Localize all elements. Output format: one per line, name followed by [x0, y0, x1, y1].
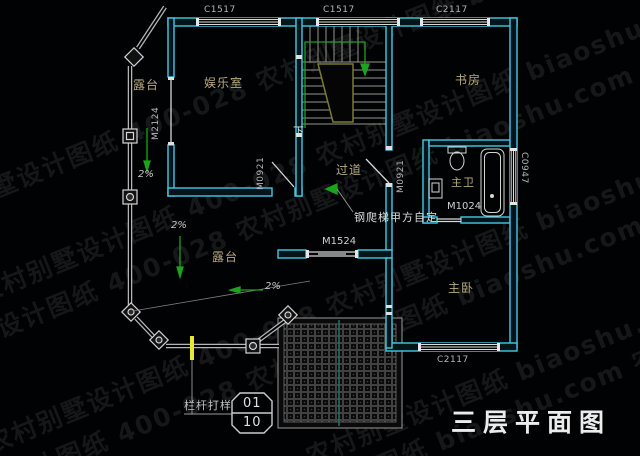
door-label-m2124: M2124	[151, 106, 161, 140]
room-label-master-bedroom: 主卧	[448, 281, 475, 295]
drawing-title: 三层平面图	[451, 408, 612, 437]
slope-label-right: 2%	[265, 281, 281, 292]
slope-label-mid: 2%	[171, 220, 187, 231]
room-label-master-bath: 主卫	[451, 176, 475, 189]
door-label-m1024: M1024	[447, 201, 482, 212]
annotation-railing-note: 栏杆打样	[184, 399, 232, 412]
window-label-c2117-top: C2117	[436, 5, 468, 15]
stair-void	[317, 63, 354, 123]
terrace-railing	[120, 5, 311, 360]
detail-ref-number: 01	[243, 396, 262, 411]
window-label-c0947: C0947	[519, 152, 529, 184]
room-label-recreation: 娱乐室	[204, 76, 244, 90]
door-label-m1524: M1524	[322, 236, 357, 247]
detail-reference-symbol	[231, 392, 273, 434]
room-label-corridor: 过道	[336, 163, 363, 177]
staircase	[302, 26, 386, 125]
slope-label-left: 2%	[138, 169, 154, 180]
terrace-divide-line	[132, 280, 311, 312]
stair-down-label: 下	[293, 125, 305, 138]
room-label-terrace-upper: 露台	[133, 78, 160, 92]
annotation-ladder-note: 钢爬梯甲方自定	[354, 211, 438, 224]
detail-ref-sheet: 10	[243, 415, 262, 430]
door-label-m0921-left: M0921	[256, 156, 266, 190]
doors	[170, 79, 461, 258]
windows	[196, 18, 517, 351]
window-label-c1517-mid: C1517	[323, 5, 355, 15]
terrace-tile-grid	[277, 317, 403, 429]
room-label-terrace-lower: 露台	[212, 250, 239, 264]
window-label-c1517-left: C1517	[204, 5, 236, 15]
leader-lines	[184, 188, 354, 415]
bathroom-fixtures	[428, 146, 505, 217]
door-label-m0921-right: M0921	[396, 159, 406, 193]
wall-marks	[168, 55, 392, 315]
railing-highlight-mark	[190, 336, 194, 360]
window-label-c2117-bottom: C2117	[437, 355, 469, 365]
room-label-study: 书房	[455, 73, 482, 87]
